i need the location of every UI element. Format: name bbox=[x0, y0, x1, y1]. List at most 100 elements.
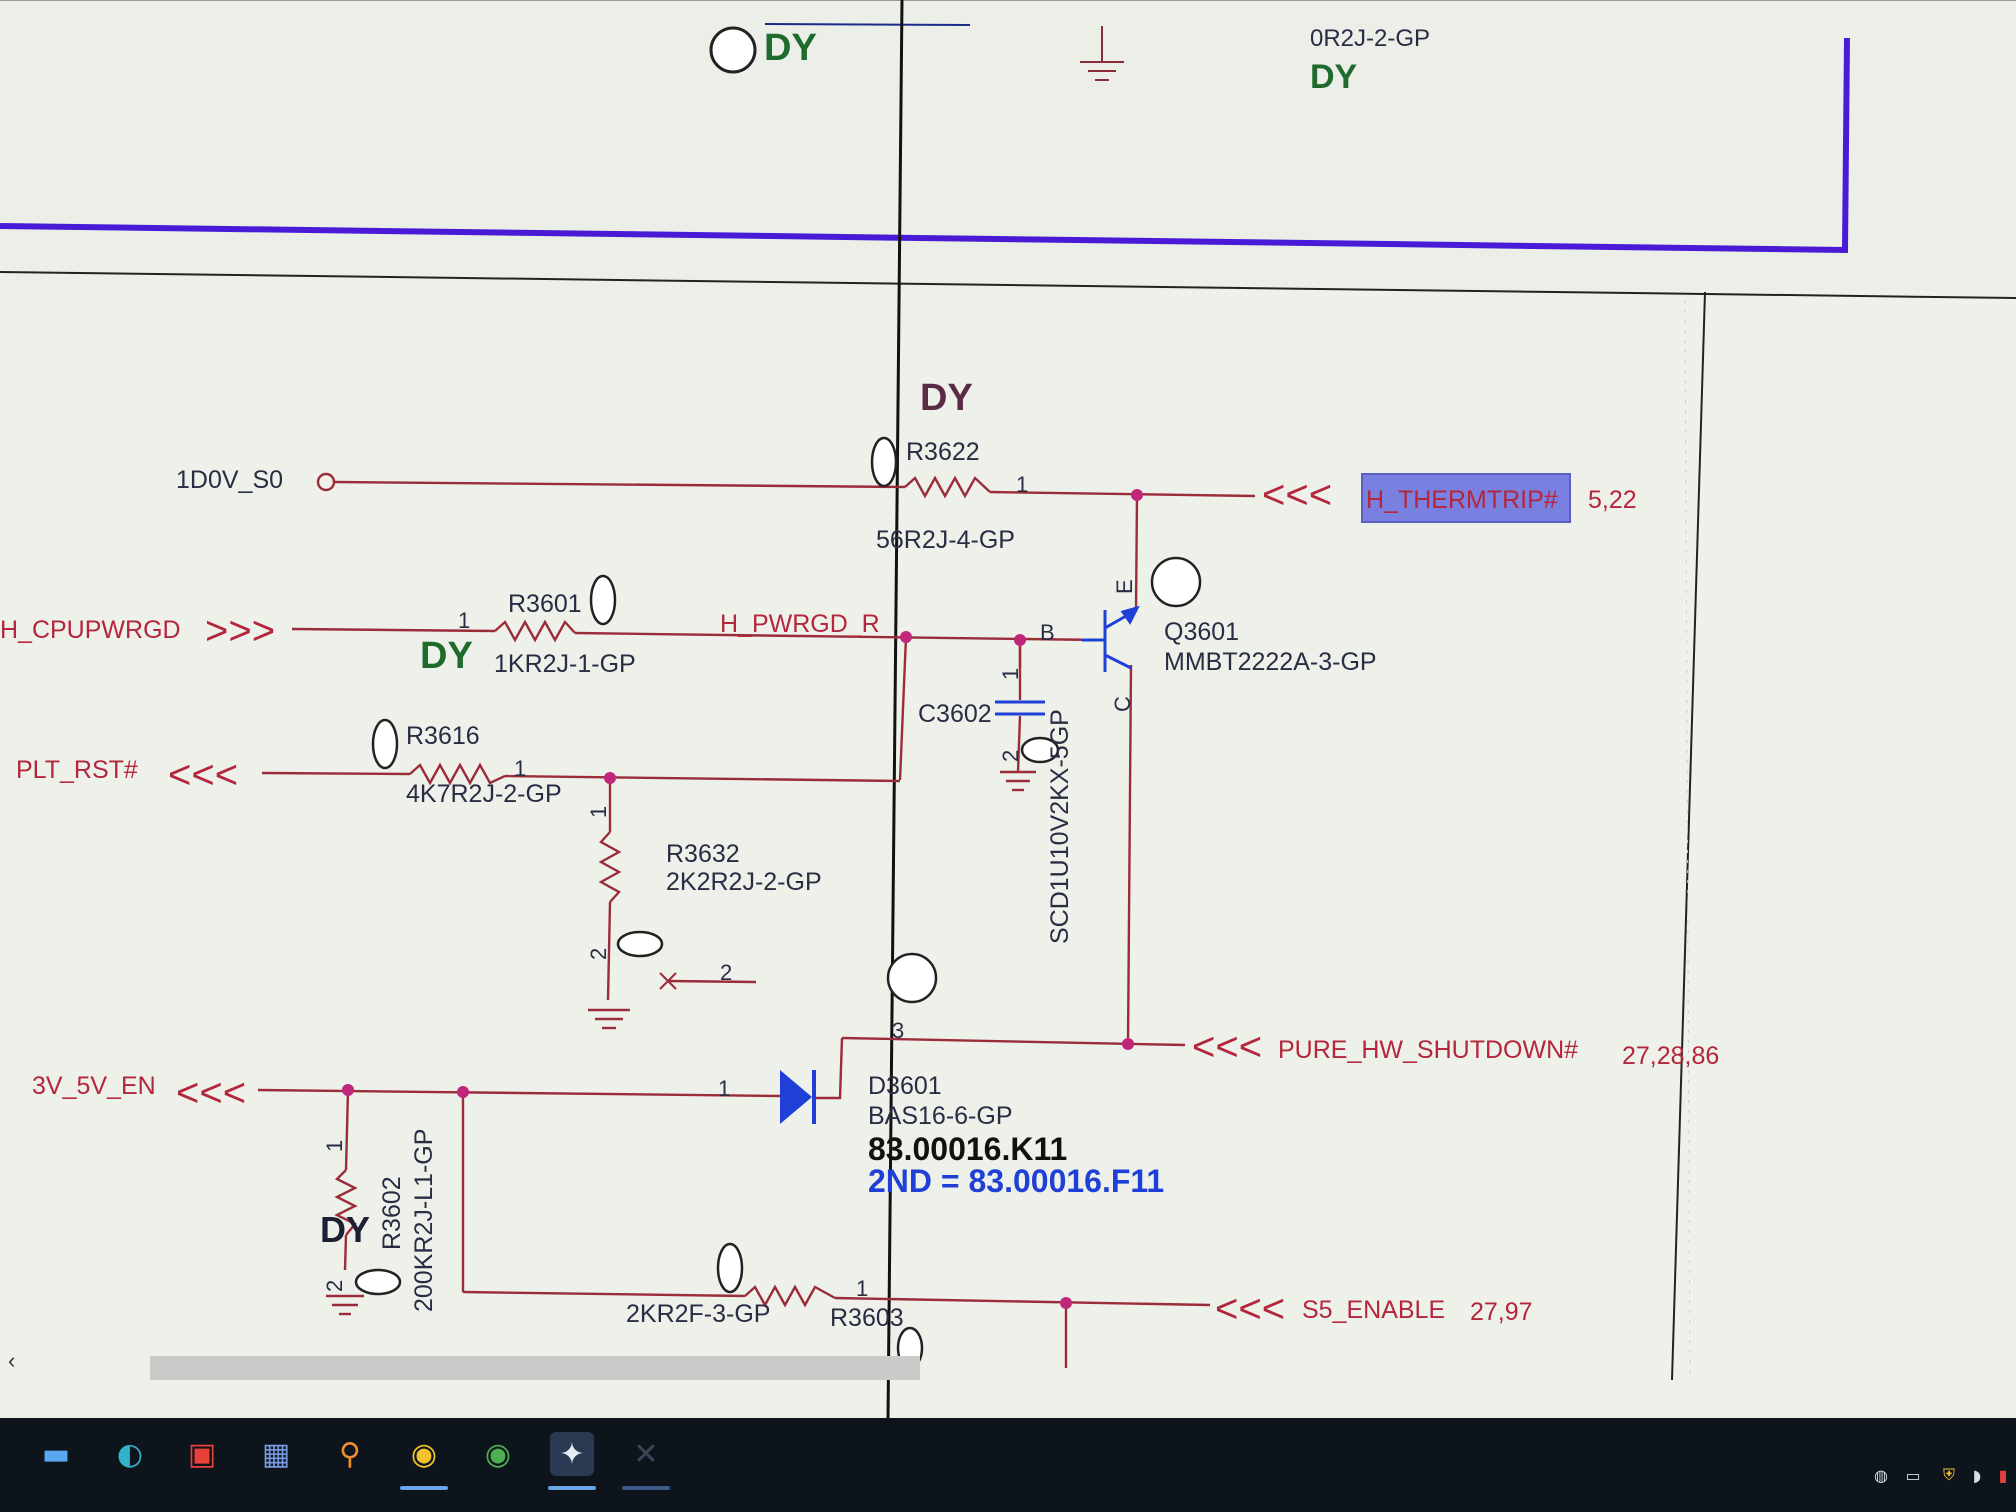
r3616-symbol bbox=[409, 762, 506, 786]
pin-r3632-2: 2 bbox=[586, 948, 611, 960]
dy-label-top-left: DY bbox=[764, 27, 817, 69]
pin-c3602-1: 1 bbox=[998, 668, 1023, 680]
r3622-value[interactable]: 56R2J-4-GP bbox=[876, 526, 1015, 554]
shield-icon[interactable]: ⛨ bbox=[1942, 1465, 1955, 1484]
net-pure-hw-shutdown-ref[interactable]: 27,28,86 bbox=[1622, 1042, 1719, 1070]
r3602-value[interactable]: 200KR2J-L1-GP bbox=[410, 1129, 438, 1312]
volume-icon[interactable]: ◗ bbox=[1972, 1465, 1982, 1485]
d3601-value[interactable]: BAS16-6-GP bbox=[868, 1102, 1013, 1130]
net-h-thermtrip-ref[interactable]: 5,22 bbox=[1588, 486, 1637, 514]
r3616-value[interactable]: 4K7R2J-2-GP bbox=[406, 780, 562, 808]
r3601-dy: DY bbox=[420, 635, 473, 677]
app-icon[interactable]: ▣ bbox=[187, 1436, 217, 1472]
r3622-ref[interactable]: R3622 bbox=[906, 438, 980, 466]
active-indicator-3 bbox=[622, 1486, 670, 1490]
q3601-symbol bbox=[1082, 605, 1140, 672]
net-s5-enable-ref[interactable]: 27,97 bbox=[1470, 1298, 1533, 1326]
pin-c3602-2: 2 bbox=[998, 750, 1023, 762]
r3616-ref[interactable]: R3616 bbox=[406, 722, 480, 750]
pin-r3602-2: 2 bbox=[322, 1280, 347, 1292]
r3601-ref[interactable]: R3601 bbox=[508, 590, 582, 618]
edge-browser-icon[interactable]: ◐ bbox=[116, 1436, 144, 1472]
r3603-value[interactable]: 2KR2F-3-GP bbox=[626, 1300, 770, 1328]
ground-symbol-r3632 bbox=[588, 1008, 630, 1030]
cpupwrgd-port-arrows: >>> bbox=[205, 609, 275, 653]
wires bbox=[257, 480, 1256, 1368]
net-1d0v-s0[interactable]: 1D0V_S0 bbox=[176, 466, 283, 494]
pin-d-3: 3 bbox=[892, 1018, 904, 1043]
c3602-ref[interactable]: C3602 bbox=[918, 700, 992, 728]
ground-symbol-r3602 bbox=[326, 1294, 364, 1316]
network-icon[interactable]: ◍ bbox=[1874, 1465, 1888, 1485]
chrome-icon[interactable]: ◉ bbox=[484, 1436, 512, 1472]
pin-r3622-1: 1 bbox=[1016, 472, 1028, 497]
pin-q-emitter: E bbox=[1112, 579, 1137, 594]
pin-r3616-1: 1 bbox=[514, 756, 526, 781]
r3622-symbol bbox=[904, 475, 991, 499]
top-ground-symbol bbox=[1080, 26, 1124, 81]
pin-q-base: B bbox=[1040, 620, 1055, 645]
d3601-ref[interactable]: D3601 bbox=[868, 1072, 942, 1100]
net-3v-5v-en[interactable]: 3V_5V_EN bbox=[32, 1072, 156, 1100]
d3601-symbol bbox=[780, 1070, 816, 1124]
pin-d-1: 1 bbox=[718, 1076, 730, 1101]
grid-app-icon[interactable]: ▦ bbox=[261, 1436, 291, 1472]
r3601-value[interactable]: 1KR2J-1-GP bbox=[494, 650, 636, 678]
s5-port-arrows: <<< bbox=[1215, 1287, 1285, 1331]
search-icon[interactable]: ⚲ bbox=[339, 1436, 361, 1472]
net-h-pwrgd-r[interactable]: H_PWRGD_R bbox=[720, 610, 880, 638]
net-h-thermtrip[interactable]: H_THERMTRIP# bbox=[1366, 486, 1558, 514]
top-wire bbox=[764, 23, 971, 26]
power-terminal-icon bbox=[316, 472, 336, 492]
taskbar: ▬ ◐ ▣ ▦ ⚲ ◉ ◉ ✦ ✕ ◍ ▭ ⛨ ◗ ▮ bbox=[0, 1418, 2016, 1512]
pin-r3632-1: 1 bbox=[586, 806, 611, 818]
battery-icon[interactable]: ▭ bbox=[1905, 1465, 1921, 1485]
c3602-symbol bbox=[995, 700, 1045, 716]
pin-nc-2: 2 bbox=[720, 960, 732, 985]
horizontal-scrollbar[interactable] bbox=[150, 1356, 920, 1380]
dy-label-top-right: DY bbox=[1310, 58, 1358, 96]
r3601-symbol bbox=[494, 619, 576, 643]
ground-symbol-c3602 bbox=[1000, 770, 1036, 792]
r3602-dy: DY bbox=[320, 1209, 370, 1250]
q3601-value[interactable]: MMBT2222A-3-GP bbox=[1164, 648, 1377, 676]
pinned-app-icon[interactable]: ✦ bbox=[550, 1432, 594, 1476]
windows-start-icon[interactable]: ▬ bbox=[41, 1436, 71, 1472]
active-indicator-2 bbox=[548, 1486, 596, 1490]
en-port-arrows: <<< bbox=[176, 1071, 246, 1115]
net-s5-enable[interactable]: S5_ENABLE bbox=[1302, 1296, 1445, 1324]
notification-icon[interactable]: ▮ bbox=[1998, 1465, 2008, 1485]
pin-r3602-1: 1 bbox=[322, 1140, 347, 1152]
section-divider bbox=[0, 271, 2016, 299]
r3622-dy: DY bbox=[920, 377, 973, 419]
c3602-value[interactable]: SCD1U10V2KX-5GP bbox=[1046, 709, 1074, 944]
top-part-number: 0R2J-2-GP bbox=[1310, 25, 1430, 52]
thermtrip-highlight[interactable] bbox=[1361, 473, 1571, 523]
r3602-ref[interactable]: R3602 bbox=[378, 1176, 406, 1250]
net-plt-rst[interactable]: PLT_RST# bbox=[16, 756, 138, 784]
pin-r3603-1: 1 bbox=[856, 1276, 868, 1301]
net-h-cpupwrgd[interactable]: H_CPUPWRGD bbox=[0, 616, 181, 644]
plt-rst-port-arrows: <<< bbox=[168, 753, 238, 797]
junction-dots bbox=[342, 489, 1143, 1309]
pin-q-collector: C bbox=[1110, 696, 1135, 712]
remote-icon[interactable]: ✕ bbox=[633, 1436, 659, 1472]
net-pure-hw-shutdown[interactable]: PURE_HW_SHUTDOWN# bbox=[1278, 1036, 1578, 1064]
r3632-ref[interactable]: R3632 bbox=[666, 840, 740, 868]
r3602-symbol bbox=[334, 1169, 358, 1236]
r3632-symbol bbox=[598, 831, 622, 903]
chrome-canary-icon[interactable]: ◉ bbox=[410, 1436, 438, 1472]
d3601-second-source[interactable]: 2ND = 83.00016.F11 bbox=[868, 1163, 1164, 1199]
fab-marker-icon bbox=[709, 26, 757, 74]
active-indicator bbox=[400, 1486, 448, 1490]
page-border-line bbox=[0, 37, 1850, 254]
scroll-left-icon[interactable]: ‹ bbox=[8, 1348, 15, 1373]
r3603-symbol bbox=[744, 1284, 836, 1308]
cursor-crosshair-line bbox=[886, 0, 904, 1419]
q3601-ref[interactable]: Q3601 bbox=[1164, 618, 1239, 646]
pin-r3601-1: 1 bbox=[458, 608, 470, 633]
r3632-value[interactable]: 2K2R2J-2-GP bbox=[666, 868, 822, 896]
d3601-part[interactable]: 83.00016.K11 bbox=[868, 1131, 1067, 1167]
r3603-ref[interactable]: R3603 bbox=[830, 1304, 904, 1332]
